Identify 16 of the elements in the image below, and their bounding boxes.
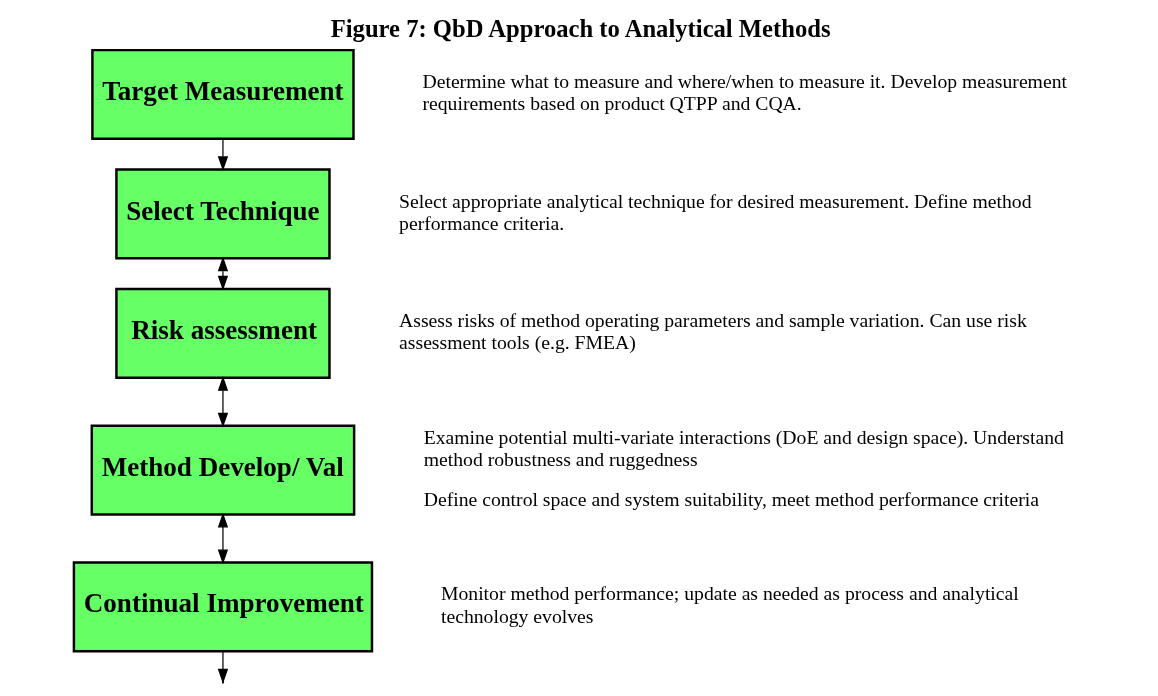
node-label: Monitor method performance; update as needed as process and analytical technology evolves bbox=[440, 582, 1019, 627]
arrow bbox=[217, 375, 228, 428]
node-box: Continual Improvement bbox=[72, 561, 373, 653]
node-box: Risk assessment bbox=[114, 287, 331, 379]
node-box: Method Develop/ Val bbox=[90, 424, 355, 516]
node-box: Target Measurement bbox=[90, 48, 355, 141]
diagram-title: Figure 7: QbD Approach to Analytical Methods bbox=[330, 14, 831, 42]
node-label: Determine what to measure and where/when to measure it. Develop measurement requirements based on product QTPP and CQA. bbox=[421, 70, 1067, 115]
arrow bbox=[217, 256, 228, 291]
node-box: Select Technique bbox=[114, 168, 331, 260]
arrow bbox=[217, 138, 228, 172]
node-label: Select appropriate analytical technique for desired measurement. Define method performance criteria. bbox=[398, 189, 1032, 234]
node-label: Define control space and system suitability, meet method performance criteria bbox=[423, 487, 1039, 510]
node-label: Assess risks of method operating parameters and sample variation. Can use risk assessment tools (e.g. FMEA) bbox=[398, 308, 1027, 354]
arrow bbox=[217, 512, 228, 565]
node-label: Examine potential multi-variate interactions (DoE and design space). Understand method robustness and ruggedness bbox=[423, 425, 1064, 471]
